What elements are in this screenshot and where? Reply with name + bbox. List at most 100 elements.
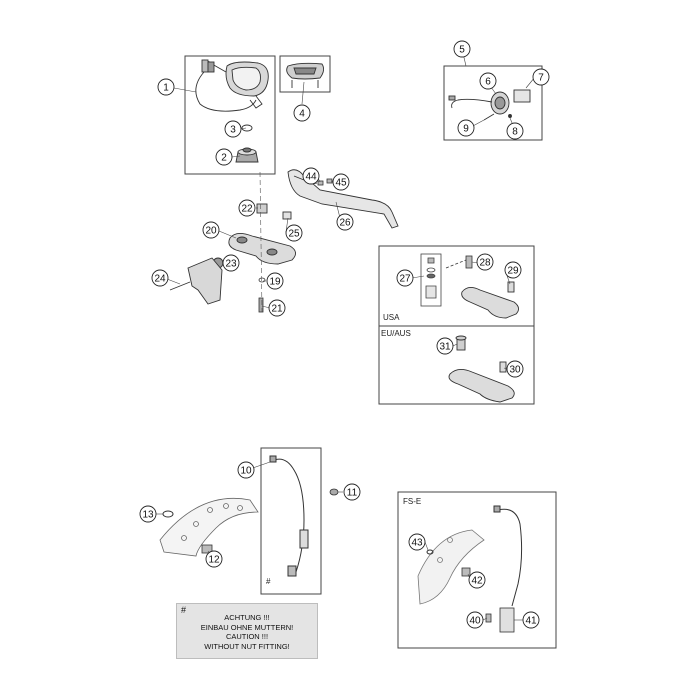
svg-text:23: 23	[225, 259, 237, 270]
callout-5: 5	[453, 40, 471, 58]
callout-7: 7	[532, 68, 550, 86]
callout-13: 13	[139, 505, 157, 523]
eu-aus-box	[378, 325, 535, 405]
lower-bracket-20	[228, 233, 296, 265]
svg-text:24: 24	[154, 274, 166, 285]
svg-text:30: 30	[509, 365, 521, 376]
speedometer-unit	[195, 59, 269, 112]
svg-text:22: 22	[241, 204, 253, 215]
washer-19	[258, 277, 266, 283]
callout-3: 3	[224, 120, 242, 138]
brake-hose	[269, 455, 309, 577]
bushing-12	[201, 544, 213, 554]
svg-text:29: 29	[507, 266, 519, 277]
callout-12: 12	[205, 550, 223, 568]
ring-13	[162, 510, 174, 518]
svg-text:12: 12	[208, 555, 220, 566]
svg-text:13: 13	[142, 510, 154, 521]
callout-26: 26	[336, 213, 354, 231]
fs-e-caliper	[417, 529, 485, 605]
svg-text:5: 5	[459, 45, 465, 56]
svg-text:7: 7	[538, 73, 544, 84]
axis-line-center	[259, 171, 263, 313]
svg-text:3: 3	[230, 125, 236, 136]
svg-text:9: 9	[463, 124, 469, 135]
hose-box	[260, 447, 322, 595]
callout-27: 27	[396, 269, 414, 287]
fs-e-box	[397, 491, 557, 649]
usa-bolt-28	[445, 255, 473, 269]
eu-bolt-31	[455, 335, 467, 351]
switch-box	[443, 65, 543, 141]
speedometer-cover	[286, 62, 325, 88]
caution-line-3: CAUTION !!!	[225, 632, 269, 641]
switch-assembly	[448, 89, 531, 121]
holder-24	[169, 257, 223, 305]
svg-text:45: 45	[335, 178, 347, 189]
svg-text:1: 1	[163, 83, 169, 94]
svg-text:8: 8	[512, 127, 518, 138]
callout-9: 9	[457, 119, 475, 137]
ring-43	[426, 549, 434, 555]
callout-42: 42	[468, 571, 486, 589]
brake-disc	[159, 497, 259, 557]
caution-line-4: WITHOUT NUT FITTING!	[204, 641, 290, 651]
bushing-42	[461, 567, 471, 577]
region-label-eu-aus: EU/AUS	[381, 329, 411, 338]
region-label-usa: USA	[383, 313, 400, 322]
callout-4: 4	[293, 104, 311, 122]
top-clamp-bracket-26	[287, 169, 399, 229]
callout-41: 41	[522, 611, 540, 629]
svg-text:11: 11	[347, 488, 358, 499]
caution-hash: #	[181, 605, 187, 615]
svg-text:28: 28	[479, 258, 491, 269]
svg-text:19: 19	[269, 277, 281, 288]
screw-40	[485, 613, 492, 623]
usa-rectangle-27	[420, 253, 442, 307]
svg-text:25: 25	[288, 229, 300, 240]
callout-8: 8	[506, 122, 524, 140]
callout-20: 20	[202, 221, 220, 239]
callout-45: 45	[332, 173, 350, 191]
callout-29: 29	[504, 261, 522, 279]
svg-text:31: 31	[439, 342, 451, 353]
hash-marker: #	[266, 577, 271, 586]
svg-text:43: 43	[411, 538, 423, 549]
bracket-screws-box	[279, 55, 331, 93]
svg-text:42: 42	[471, 576, 483, 587]
callout-24: 24	[151, 269, 169, 287]
callout-6: 6	[479, 72, 497, 90]
caution-note: # ACHTUNG !!! EINBAU OHNE MUTTERN! CAUTI…	[176, 603, 318, 659]
callout-2: 2	[215, 148, 233, 166]
callout-40: 40	[466, 611, 484, 629]
callout-22: 22	[238, 199, 256, 217]
callout-25: 25	[285, 224, 303, 242]
svg-text:26: 26	[339, 218, 351, 229]
svg-text:2: 2	[221, 153, 227, 164]
callout-11: 11	[343, 483, 361, 501]
svg-text:21: 21	[271, 304, 283, 315]
callout-31: 31	[436, 337, 454, 355]
callout-44: 44	[302, 167, 320, 185]
svg-text:44: 44	[305, 172, 317, 183]
fs-e-hose	[493, 505, 523, 607]
callout-21: 21	[268, 299, 286, 317]
nut-11	[329, 488, 339, 496]
callout-leaders	[156, 48, 536, 621]
screw-21	[258, 297, 264, 313]
spacer-25	[282, 211, 292, 220]
svg-text:40: 40	[469, 616, 481, 627]
svg-text:41: 41	[525, 616, 537, 627]
svg-text:27: 27	[399, 274, 411, 285]
region-label-fs-e: FS-E	[403, 497, 421, 506]
speedometer-box	[184, 55, 276, 175]
svg-text:20: 20	[205, 226, 217, 237]
speedometer-nut	[235, 147, 259, 163]
rubber-bushing-22	[256, 203, 268, 214]
fs-e-sensor-41	[499, 607, 515, 633]
caution-line-1: ACHTUNG !!!	[224, 613, 270, 622]
callout-43: 43	[408, 533, 426, 551]
callout-28: 28	[476, 253, 494, 271]
callout-30: 30	[506, 360, 524, 378]
